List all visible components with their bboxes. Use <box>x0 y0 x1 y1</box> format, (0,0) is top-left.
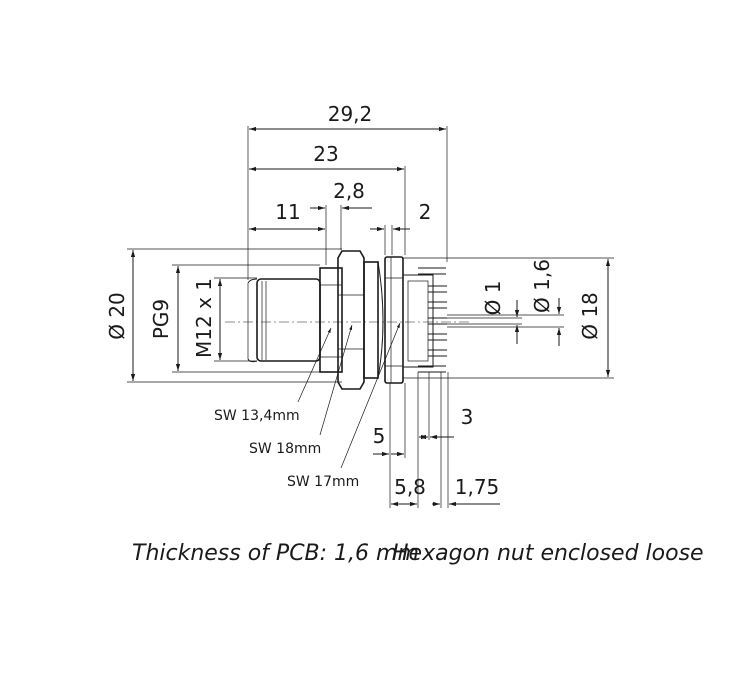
dim-length-23: 23 <box>313 142 338 166</box>
dim-total-length: 29,2 <box>328 102 373 126</box>
top-dimensions <box>247 126 448 280</box>
dim-dia-1-6: Ø 1,6 <box>530 259 554 313</box>
dim-pin-3: 3 <box>461 405 474 429</box>
dim-nut-width: 2,8 <box>333 179 365 203</box>
insert <box>402 274 434 368</box>
dim-pg9: PG9 <box>149 299 173 339</box>
dim-pin-5: 5 <box>373 424 386 448</box>
note-hex-nut: Hexagon nut enclosed loose <box>392 541 704 566</box>
dim-pcb-5-8: 5,8 <box>394 475 426 499</box>
dim-length-11: 11 <box>275 200 300 224</box>
hex-nut <box>337 250 365 390</box>
dim-dia-1: Ø 1 <box>481 281 505 316</box>
sw-leaders <box>297 322 401 469</box>
dim-dia-18: Ø 18 <box>578 292 602 340</box>
left-dimensions <box>127 248 342 383</box>
shoulder <box>319 267 343 373</box>
dim-thread-m12: M12 x 1 <box>192 278 216 358</box>
label-sw-13-4: SW 13,4mm <box>214 408 300 424</box>
dim-dia-20: Ø 20 <box>105 292 129 340</box>
note-pcb-thickness: Thickness of PCB: 1,6 mm <box>132 541 419 566</box>
dim-flange-2: 2 <box>419 200 432 224</box>
connector-outline <box>225 250 470 390</box>
right-dimensions <box>403 257 614 379</box>
dim-pcb-1-75: 1,75 <box>455 475 500 499</box>
label-sw-18: SW 18mm <box>249 441 321 457</box>
pins <box>418 267 447 373</box>
label-sw-17: SW 17mm <box>287 474 359 490</box>
bottom-dimensions <box>373 372 500 508</box>
thread-body <box>256 278 321 362</box>
housing <box>363 261 379 379</box>
flange <box>384 256 404 384</box>
